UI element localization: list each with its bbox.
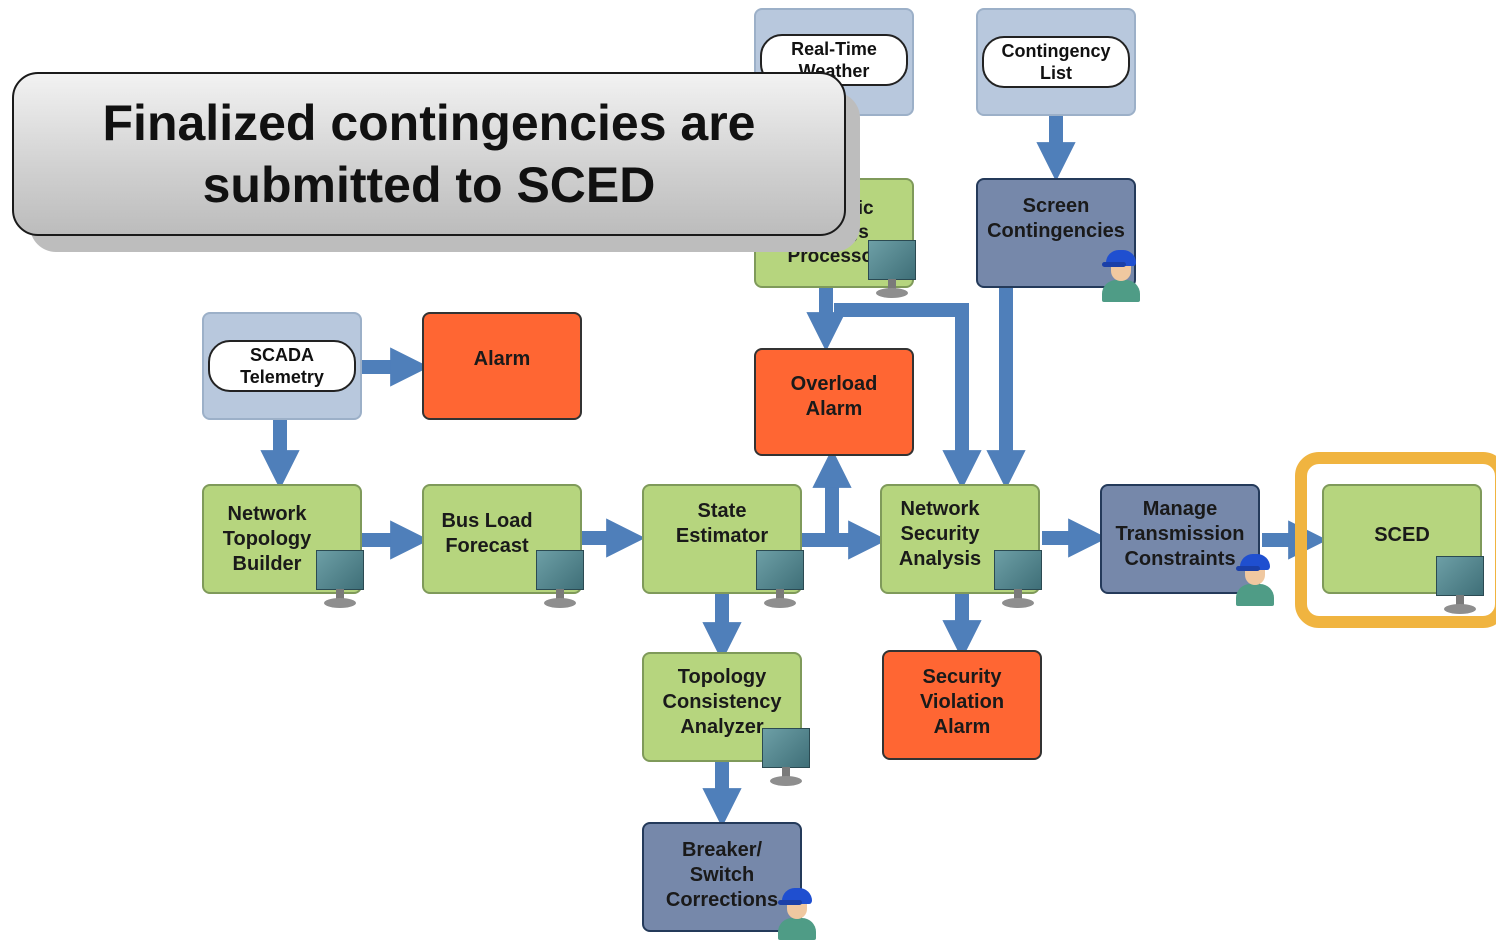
topology-consistency-analyzer-node: Topology Consistency Analyzer <box>642 652 810 786</box>
overload-alarm-label: Overload Alarm <box>790 373 878 420</box>
arrow-dynamic-ratings-to-network-security <box>834 303 982 490</box>
state-estimator-label: State Estimator <box>675 500 769 547</box>
operator-icon <box>776 888 818 940</box>
computer-monitor-icon <box>536 550 586 612</box>
contingency-list-label: Contingency List <box>982 36 1130 88</box>
network-topology-builder-label: Network Topology Builder <box>222 502 312 575</box>
computer-monitor-icon <box>1436 556 1486 618</box>
bus-load-forecast-node: Bus Load Forecast <box>422 484 584 608</box>
manage-transmission-constraints-label: Manage Transmission Constraints <box>1115 497 1245 570</box>
security-violation-alarm-node: Security Violation Alarm <box>882 650 1042 760</box>
alarm-label: Alarm <box>473 347 531 370</box>
operator-icon <box>1234 554 1276 606</box>
operator-icon <box>1100 250 1142 302</box>
computer-monitor-icon <box>762 728 812 790</box>
sced-node: SCED <box>1322 484 1484 614</box>
bus-load-forecast-label: Bus Load Forecast <box>441 510 533 557</box>
scada-telemetry-label: SCADA Telemetry <box>208 340 356 392</box>
screen-contingencies-label: Screen Contingencies <box>987 195 1125 242</box>
network-topology-builder-node: Network Topology Builder <box>202 484 364 608</box>
computer-monitor-icon <box>868 240 918 302</box>
overload-alarm-node: Overload Alarm <box>754 348 914 456</box>
computer-monitor-icon <box>756 550 806 612</box>
state-estimator-node: State Estimator <box>642 484 804 608</box>
breaker-switch-corrections-node: Breaker/ Switch Corrections <box>642 822 816 940</box>
topology-consistency-analyzer-label: Topology Consistency Analyzer <box>662 665 782 738</box>
alarm-node: Alarm <box>422 312 582 420</box>
manage-transmission-constraints-node: Manage Transmission Constraints <box>1100 484 1274 606</box>
security-violation-alarm-label: Security Violation Alarm <box>919 665 1005 738</box>
screen-contingencies-node: Screen Contingencies <box>976 178 1140 302</box>
callout-banner: Finalized contingencies are submitted to… <box>12 72 846 236</box>
breaker-switch-corrections-label: Breaker/ Switch Corrections <box>665 838 779 911</box>
computer-monitor-icon <box>994 550 1044 612</box>
sced-label: SCED <box>1374 523 1430 546</box>
network-security-analysis-node: Network Security Analysis <box>880 484 1042 608</box>
computer-monitor-icon <box>316 550 366 612</box>
network-security-analysis-label: Network Security Analysis <box>898 497 982 570</box>
